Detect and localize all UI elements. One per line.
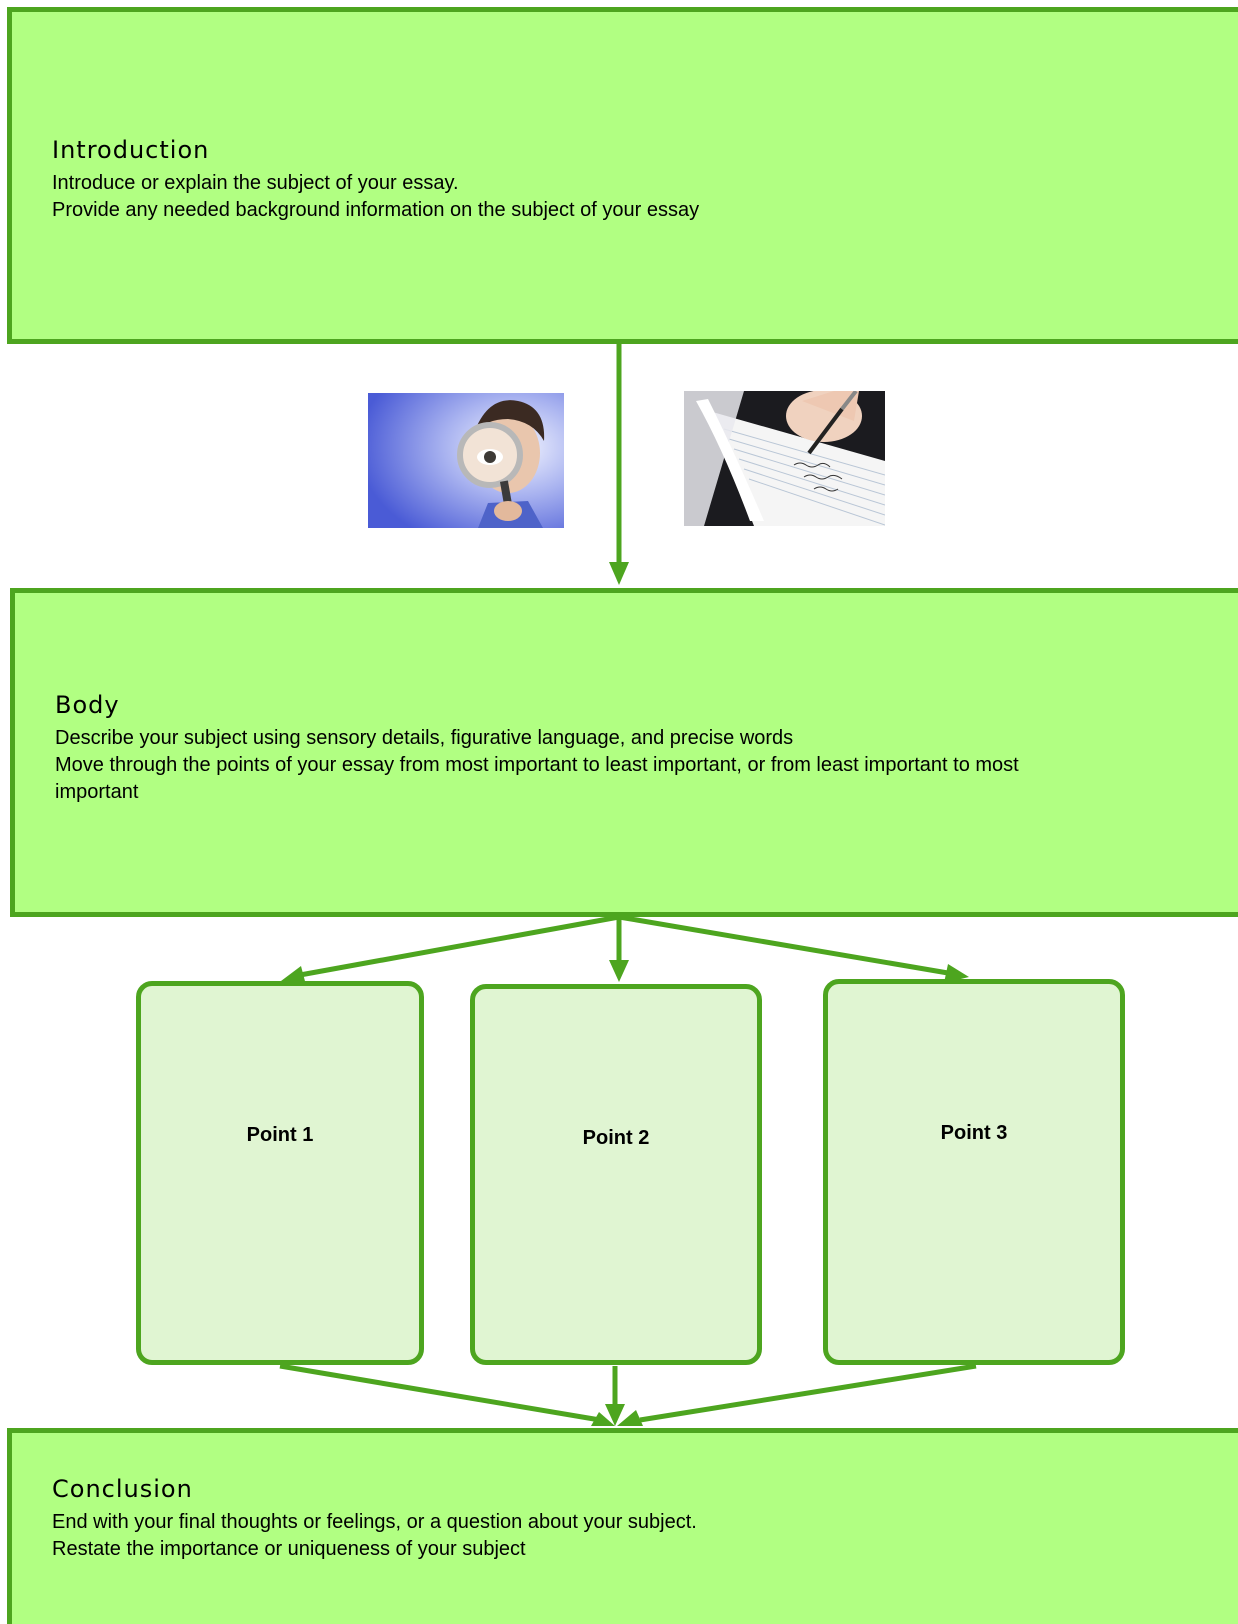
arrowhead-body bbox=[609, 562, 629, 585]
arrowhead-conclusion-right bbox=[617, 1410, 643, 1426]
body-line-2: Move through the points of your essay fr… bbox=[55, 754, 1019, 803]
introduction-box: Introduction Introduce or explain the su… bbox=[7, 7, 1238, 344]
arrow-point-1-to-conclusion bbox=[279, 1363, 601, 1423]
introduction-content: Introduction Introduce or explain the su… bbox=[52, 136, 1203, 224]
point-3-box: Point 3 bbox=[823, 979, 1125, 1365]
conclusion-line-1: End with your final thoughts or feelings… bbox=[52, 1511, 697, 1533]
conclusion-title: Conclusion bbox=[52, 1475, 193, 1503]
conclusion-box: Conclusion End with your final thoughts … bbox=[7, 1428, 1238, 1624]
arrowhead-conclusion-left bbox=[591, 1412, 615, 1426]
point-1-box: Point 1 bbox=[136, 981, 424, 1365]
body-title: Body bbox=[55, 691, 120, 719]
arrow-body-to-point-1 bbox=[299, 914, 620, 978]
point-2-box: Point 2 bbox=[470, 984, 762, 1365]
magnifying-glass-person-photo bbox=[368, 393, 564, 528]
arrowhead-point-2 bbox=[609, 960, 629, 982]
arrowhead-point-1 bbox=[281, 966, 306, 985]
arrow-point-3-to-conclusion bbox=[639, 1363, 977, 1423]
introduction-title: Introduction bbox=[52, 136, 210, 164]
hand-writing-notepad-photo bbox=[684, 391, 885, 526]
point-1-label: Point 1 bbox=[246, 1124, 314, 1146]
arrow-body-to-point-3 bbox=[618, 914, 949, 976]
arrowhead-point-3 bbox=[944, 964, 969, 983]
body-box: Body Describe your subject using sensory… bbox=[10, 588, 1238, 917]
body-content: Body Describe your subject using sensory… bbox=[55, 691, 1103, 806]
introduction-line-1: Introduce or explain the subject of your… bbox=[52, 172, 459, 194]
conclusion-content: Conclusion End with your final thoughts … bbox=[52, 1475, 1203, 1563]
body-line-1: Describe your subject using sensory deta… bbox=[55, 727, 794, 749]
arrowhead-conclusion-center bbox=[605, 1404, 625, 1426]
introduction-line-2: Provide any needed background informatio… bbox=[52, 199, 700, 221]
point-2-label: Point 2 bbox=[582, 1127, 650, 1149]
point-3-label: Point 3 bbox=[940, 1122, 1008, 1144]
conclusion-line-2: Restate the importance or uniqueness of … bbox=[52, 1538, 526, 1560]
